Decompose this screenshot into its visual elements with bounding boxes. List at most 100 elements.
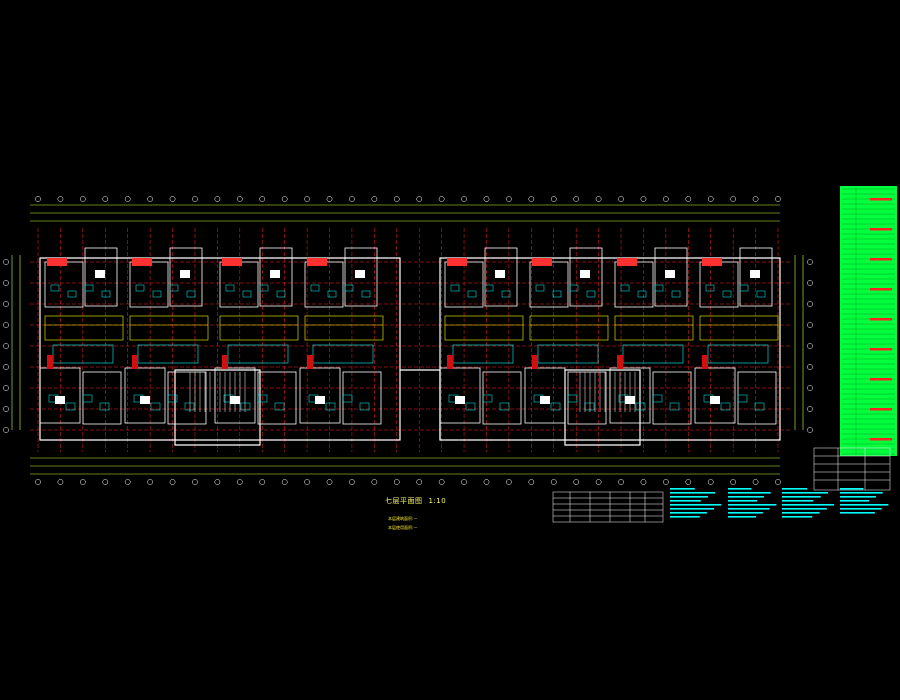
room-outline xyxy=(169,247,203,307)
axis-marker-bottom xyxy=(214,479,221,485)
fixture xyxy=(635,402,646,411)
axis-marker-top xyxy=(79,196,86,202)
axis-marker-bottom xyxy=(349,479,355,485)
axis-marker-top xyxy=(349,196,355,202)
axis-marker-bottom xyxy=(550,479,557,485)
axis-marker-top xyxy=(147,196,153,202)
notes-line xyxy=(670,488,695,490)
axis-marker-bottom xyxy=(506,479,512,485)
axis-marker-top xyxy=(371,196,378,202)
fixture xyxy=(705,284,715,292)
axis-marker-top xyxy=(618,196,624,202)
balcony xyxy=(702,258,722,266)
unit-block xyxy=(439,247,524,425)
notes-line xyxy=(782,508,827,510)
fixture xyxy=(84,284,94,292)
balcony xyxy=(132,258,152,266)
axis-marker-bottom xyxy=(416,479,423,485)
fixture xyxy=(720,402,731,411)
fixture xyxy=(327,290,337,298)
stair-mark xyxy=(222,355,228,369)
room-outline xyxy=(654,247,688,307)
axis-marker-bottom xyxy=(663,479,669,485)
fixture xyxy=(754,402,765,411)
axis-marker-top xyxy=(214,196,221,202)
notes-line xyxy=(840,488,864,490)
fixture xyxy=(67,290,77,298)
axis-marker-top xyxy=(483,196,490,202)
axis-marker-bottom xyxy=(236,479,243,485)
room-outline xyxy=(569,247,603,307)
fixture xyxy=(620,284,630,292)
corridor xyxy=(304,315,384,341)
notes-line xyxy=(728,504,777,506)
notes-line xyxy=(782,512,820,514)
corridor xyxy=(219,315,299,341)
axis-marker-top xyxy=(281,196,288,202)
fixture xyxy=(152,290,162,298)
axis-marker-left xyxy=(3,322,9,328)
balcony xyxy=(307,258,327,266)
fixture xyxy=(450,284,460,292)
notes-block xyxy=(782,488,835,518)
corridor xyxy=(129,315,209,341)
unit-block xyxy=(299,247,384,425)
axis-marker-top xyxy=(393,196,400,202)
fixture xyxy=(50,284,60,292)
axis-marker-bottom xyxy=(618,479,624,485)
notes-line xyxy=(728,496,764,498)
apartment-units xyxy=(39,247,779,425)
axis-marker-top xyxy=(192,196,198,202)
kitchen-area xyxy=(707,344,769,364)
notes-line xyxy=(782,516,813,518)
drawing-title-text: 七层平面图 xyxy=(385,497,423,505)
balcony xyxy=(447,258,467,266)
notes-block xyxy=(840,488,889,514)
stair-core xyxy=(189,372,246,412)
fixture xyxy=(310,284,320,292)
axis-marker-top xyxy=(236,196,243,202)
notes-line xyxy=(670,512,707,514)
notes-line xyxy=(840,512,875,514)
furniture xyxy=(495,270,505,278)
furniture xyxy=(270,270,280,278)
kitchen-area xyxy=(452,344,514,364)
axis-marker-bottom xyxy=(326,479,333,485)
axis-marker-left xyxy=(3,301,9,307)
room-outline xyxy=(739,247,773,307)
fixture xyxy=(501,290,511,298)
axis-marker-top xyxy=(573,196,580,202)
axis-marker-bottom xyxy=(707,479,714,485)
fixture xyxy=(342,394,353,403)
notes-line xyxy=(840,500,870,502)
fixture xyxy=(150,402,161,411)
axis-marker-right xyxy=(807,427,813,433)
furniture xyxy=(710,396,720,404)
furniture xyxy=(580,270,590,278)
axis-marker-left xyxy=(3,364,9,370)
fixture xyxy=(722,290,732,298)
axis-marker-top xyxy=(640,196,647,202)
stair-mark xyxy=(617,355,623,369)
axis-marker-bottom xyxy=(102,479,109,485)
axis-marker-top xyxy=(438,196,445,202)
fixture xyxy=(586,290,596,298)
axis-marker-bottom xyxy=(304,479,310,485)
notes-line xyxy=(840,508,882,510)
fixture xyxy=(186,290,196,298)
fixture xyxy=(167,394,178,403)
axis-marker-left xyxy=(3,280,9,286)
axis-marker-bottom xyxy=(730,479,737,485)
axis-marker-bottom xyxy=(35,479,41,485)
axis-marker-right xyxy=(807,385,813,391)
fixture xyxy=(637,290,647,298)
axis-marker-right xyxy=(807,301,813,307)
fixture xyxy=(567,394,578,403)
corridor xyxy=(614,315,694,341)
axis-marker-top xyxy=(304,196,310,202)
notes-line xyxy=(670,504,722,506)
furniture xyxy=(540,396,550,404)
axis-marker-top xyxy=(506,196,512,202)
